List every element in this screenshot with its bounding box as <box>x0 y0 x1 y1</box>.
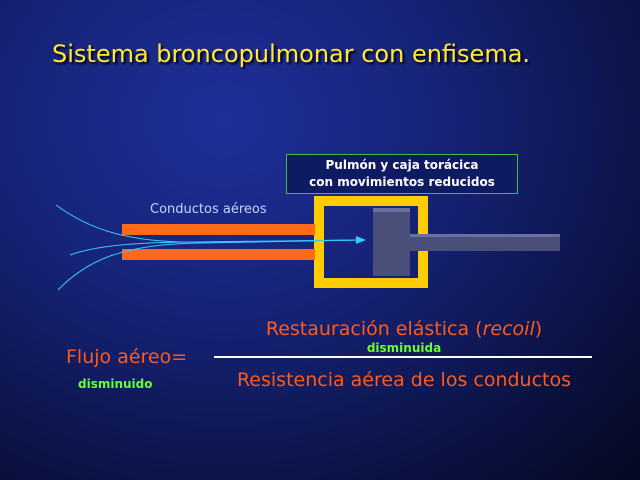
callout-line-2: con movimientos reducidos <box>309 175 495 189</box>
callout-line-1: Pulmón y caja torácica <box>325 158 479 172</box>
airflow-line-middle <box>69 239 361 256</box>
fraction-bar <box>214 356 592 358</box>
numerator-text: Restauración elástica ( <box>265 318 483 340</box>
airway-label: Conductos aéreos <box>150 202 267 217</box>
piston-rod <box>408 234 560 251</box>
numerator-close: ) <box>534 318 543 340</box>
numerator-note: disminuida <box>366 341 442 355</box>
lung-callout: Pulmón y caja torácica con movimientos r… <box>286 154 518 194</box>
numerator-italic: recoil <box>482 318 535 340</box>
airway-upper-wall <box>122 224 315 235</box>
piston-head <box>373 208 410 276</box>
flow-note: disminuido <box>78 377 153 391</box>
slide-title: Sistema broncopulmonar con enfisema. <box>52 40 531 68</box>
flow-label: Flujo aéreo= <box>66 346 188 368</box>
airflow-arrow-icon <box>356 236 366 244</box>
formula-numerator: Restauración elástica (recoil) <box>215 318 593 340</box>
airway-lower-wall <box>122 249 315 260</box>
formula-denominator: Resistencia aérea de los conductos <box>236 369 572 391</box>
airflow-line-lower <box>57 239 363 291</box>
